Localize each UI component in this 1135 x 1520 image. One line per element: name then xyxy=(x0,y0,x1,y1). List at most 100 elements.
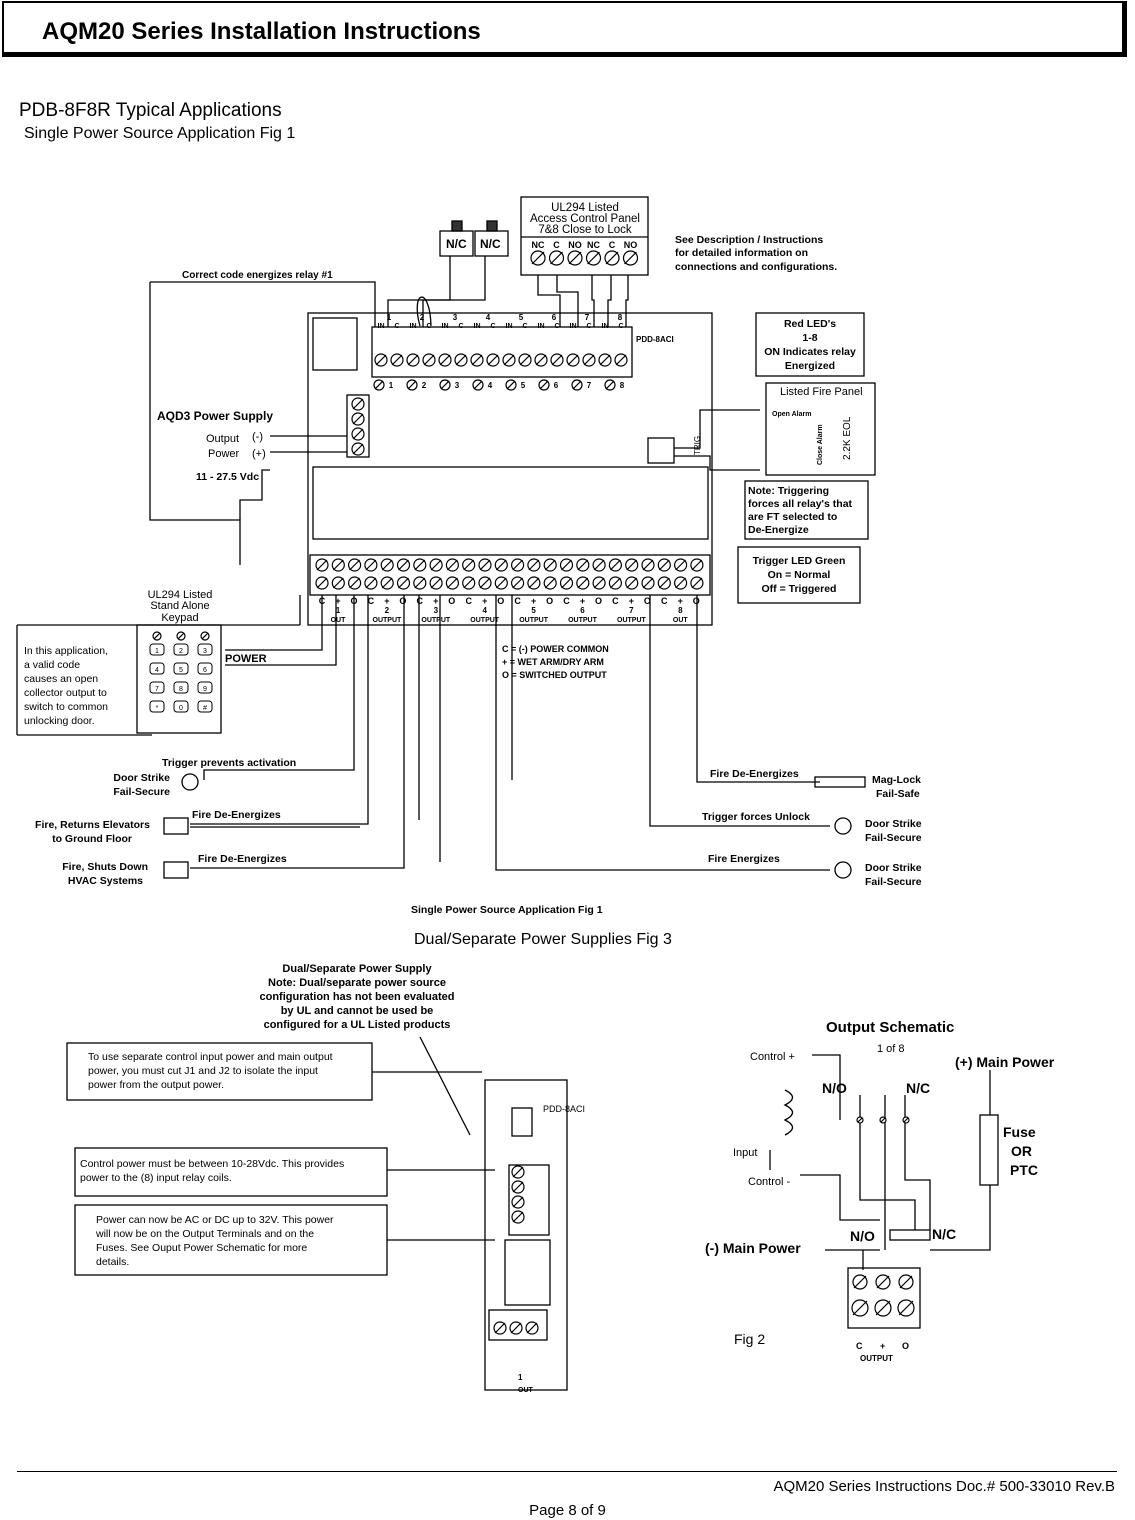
acp-line-3: 7&8 Close to Lock xyxy=(538,224,632,236)
input-num-label: 2 xyxy=(420,313,425,322)
board-section xyxy=(484,1079,568,1391)
fire-deenergizes-1: Fire De-Energizes xyxy=(192,809,281,821)
output-cpo-label: O xyxy=(693,596,700,606)
fig3-board-label: PDD-8ACI xyxy=(543,1104,585,1114)
output-cpo-label: + xyxy=(335,596,340,606)
fire-hvac-1: Fire, Shuts Down xyxy=(62,861,148,873)
red-led-box xyxy=(755,312,865,377)
power-terminal xyxy=(346,394,370,458)
dual-title-4: by UL and cannot be used be xyxy=(281,1005,434,1017)
keypad-3: Keypad xyxy=(161,612,198,624)
output-terminal-block xyxy=(309,554,711,596)
keypad-key xyxy=(149,662,165,675)
output-cpo-label: C xyxy=(661,596,668,606)
dual-title-5: configured for a UL Listed products xyxy=(264,1019,451,1031)
note-4: De-Energize xyxy=(748,524,809,536)
keypad-key-label: 4 xyxy=(155,667,159,674)
board-label: PDD-8ACI xyxy=(636,335,674,344)
acp-term-label: C xyxy=(609,240,616,250)
keypad-key xyxy=(197,700,213,713)
input-term-label: C xyxy=(618,323,623,330)
led-num-label: 8 xyxy=(620,381,625,390)
trigger-prevents-label: Trigger prevents activation xyxy=(162,757,296,769)
red-led-3: ON Indicates relay xyxy=(764,346,856,358)
box3-line-1: Power can now be AC or DC up to 32V. Thi… xyxy=(96,1214,334,1226)
input-num-label: 7 xyxy=(585,313,590,322)
input-term-label: IN xyxy=(474,323,481,330)
fig2-term-o: O xyxy=(902,1341,909,1351)
output-cpo-label: C xyxy=(368,596,375,606)
fig2-label: Fig 2 xyxy=(734,1331,765,1347)
output-out-label: OUTPUT xyxy=(519,617,549,624)
keypad-key xyxy=(149,700,165,713)
fire-deenergizes-2: Fire De-Energizes xyxy=(198,853,287,865)
keypad-key-label: 8 xyxy=(179,686,183,693)
fire-energizes-label: Fire Energizes xyxy=(708,853,780,865)
output-out-label: OUTPUT xyxy=(373,617,403,624)
output-cpo-label: O xyxy=(644,596,651,606)
keypad-key-label: 1 xyxy=(155,648,159,655)
app-note-5: switch to common xyxy=(24,701,108,713)
app-note-4: collector output to xyxy=(24,687,107,699)
output-out-label: OUT xyxy=(673,617,689,624)
main-minus-label: (-) Main Power xyxy=(705,1240,801,1256)
note-3: are FT selected to xyxy=(748,511,837,523)
output-out-label: OUTPUT xyxy=(568,617,598,624)
section-subtitle: Single Power Source Application Fig 1 xyxy=(24,125,296,142)
keypad-key-label: 7 xyxy=(155,686,159,693)
input-term-label: IN xyxy=(570,323,577,330)
keypad-2: Stand Alone xyxy=(150,600,209,612)
keypad-key xyxy=(197,643,213,656)
output-cpo-label: O xyxy=(350,596,357,606)
red-led-4: Energized xyxy=(785,360,835,372)
keypad-key-label: 2 xyxy=(179,648,183,655)
input-term-label: C xyxy=(458,323,463,330)
main-board xyxy=(307,312,713,626)
keypad-key xyxy=(149,681,165,694)
led-num-label: 3 xyxy=(455,381,460,390)
plus-label: (+) xyxy=(252,448,266,460)
door-strike-1b: Fail-Secure xyxy=(113,786,170,798)
input-num-label: 3 xyxy=(453,313,458,322)
output-num-label: 4 xyxy=(482,606,487,615)
input-term-label: C xyxy=(554,323,559,330)
output-num-label: 2 xyxy=(385,606,390,615)
section-title: PDB-8F8R Typical Applications xyxy=(19,100,282,121)
maglock-1: Mag-Lock xyxy=(872,774,921,786)
control-minus-label: Control - xyxy=(748,1176,791,1188)
red-led-1: Red LED's xyxy=(784,318,836,330)
app-note-6: unlocking door. xyxy=(24,715,95,727)
output-cpo-label: C xyxy=(563,596,570,606)
fire-panel xyxy=(765,382,876,476)
fig2-term-c: C xyxy=(856,1341,863,1351)
fire-elev-1: Fire, Returns Elevators xyxy=(35,819,150,831)
volts-label: 11 - 27.5 Vdc xyxy=(196,471,259,483)
input-term-label: IN xyxy=(378,323,385,330)
keypad-key-label: 9 xyxy=(203,686,207,693)
output-cpo-label: + xyxy=(629,596,634,606)
acp-term-label: NO xyxy=(624,240,638,250)
main-plus-label: (+) Main Power xyxy=(955,1054,1055,1070)
dual-title-1: Dual/Separate Power Supply xyxy=(282,963,432,975)
led-num-label: 4 xyxy=(488,381,493,390)
output-num-label: 6 xyxy=(580,606,585,615)
trigger-led-3: Off = Triggered xyxy=(762,583,837,595)
output-num-label: 7 xyxy=(629,606,634,615)
output-terminal-fig2 xyxy=(847,1267,921,1329)
acp-line-1: UL294 Listed xyxy=(551,202,619,214)
aqd3-label: AQD3 Power Supply xyxy=(157,409,273,423)
dual-title-2: Note: Dual/separate power source xyxy=(268,977,446,989)
box2-line-2: power to the (8) input relay coils. xyxy=(80,1172,232,1184)
input-num-label: 5 xyxy=(519,313,524,322)
keypad-key-label: 6 xyxy=(203,667,207,674)
output-cpo-label: C xyxy=(612,596,619,606)
fig2-term-plus: + xyxy=(880,1341,885,1351)
output-num-label: 1 xyxy=(336,606,341,615)
footer-page: Page 8 of 9 xyxy=(529,1502,606,1519)
output-cpo-label: O xyxy=(448,596,455,606)
keypad-key xyxy=(173,662,189,675)
input-label: Input xyxy=(733,1147,757,1159)
fig3-out-num: 1 xyxy=(518,1373,523,1382)
fig1-caption: Single Power Source Application Fig 1 xyxy=(411,904,603,916)
